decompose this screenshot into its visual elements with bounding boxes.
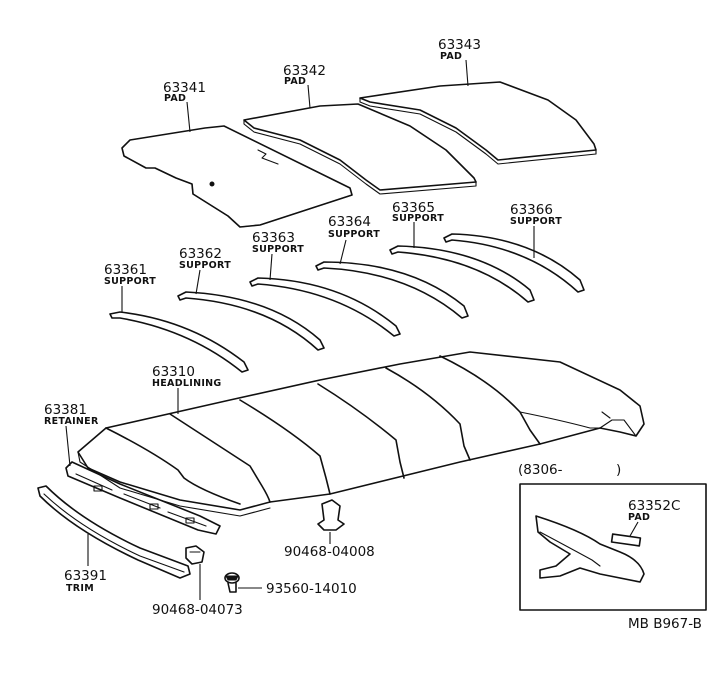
part-number-93560-14010: 93560-14010 (266, 581, 357, 597)
part-name-63342: PAD (284, 76, 306, 87)
part-number-63391: 63391 (64, 568, 107, 584)
retainer-63381-shape (65, 461, 221, 535)
support-63361-shape (109, 311, 249, 373)
support-63363-shape (249, 277, 401, 337)
part-number-63364: 63364 (328, 214, 371, 230)
part-name-63365: SUPPORT (392, 213, 444, 224)
part-name-63352c: PAD (628, 512, 650, 523)
clip-90468-04073-shape (185, 545, 205, 565)
part-name-63362: SUPPORT (179, 260, 231, 271)
part-number-63343: 63343 (438, 37, 481, 53)
part-number-63366: 63366 (510, 202, 553, 218)
part-number-63381: 63381 (44, 402, 87, 418)
part-number-63361: 63361 (104, 262, 147, 278)
trim-63391-shape (37, 485, 191, 579)
part-name-63391: TRIM (66, 583, 94, 594)
support-63366-shape (443, 233, 585, 293)
part-name-63361: SUPPORT (104, 276, 156, 287)
leader-lines (65, 59, 639, 600)
part-number-63363: 63363 (252, 230, 295, 246)
drawing-code: MB B967-B (628, 616, 702, 632)
support-63362-shape (177, 291, 325, 351)
pad-63342-shape (243, 103, 477, 195)
inset-box (519, 483, 707, 611)
part-name-63364: SUPPORT (328, 229, 380, 240)
part-number-63365: 63365 (392, 200, 435, 216)
inset-range-close: ) (616, 462, 621, 478)
part-name-63343: PAD (440, 51, 462, 62)
part-name-63381: RETAINER (44, 416, 99, 427)
inset-range-label: (8306- (518, 462, 563, 478)
pad-63343-shape (359, 81, 597, 165)
part-number-90468-04008: 90468-04008 (284, 544, 375, 560)
clip-90468-04008-shape (317, 499, 345, 531)
part-number-63362: 63362 (179, 246, 222, 262)
part-name-63366: SUPPORT (510, 216, 562, 227)
part-name-63341: PAD (164, 93, 186, 104)
part-name-63310: HEADLINING (152, 378, 222, 389)
part-number-90468-04073: 90468-04073 (152, 602, 243, 618)
part-number-63352c: 63352C (628, 498, 680, 514)
screw-93560-14010-shape (224, 572, 240, 593)
part-number-63310: 63310 (152, 364, 195, 380)
pad-63341-shape (121, 125, 353, 228)
support-63364-shape (315, 261, 469, 319)
support-63365-shape (389, 245, 535, 303)
part-name-63363: SUPPORT (252, 244, 304, 255)
part-number-63341: 63341 (163, 80, 206, 96)
headlining-63310-shape (77, 351, 645, 517)
part-number-63342: 63342 (283, 63, 326, 79)
